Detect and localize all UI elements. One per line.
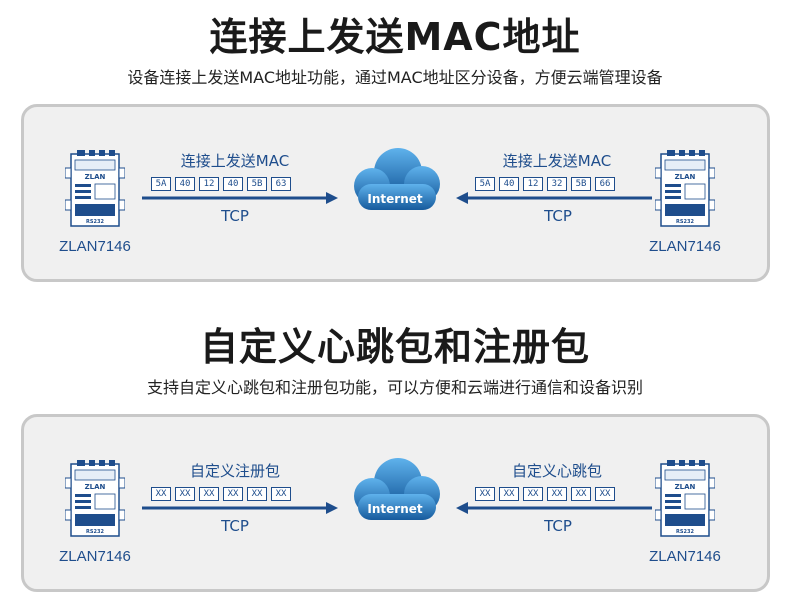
device-port-text: RS232	[86, 219, 104, 225]
section-title: 连接上发送MAC地址	[209, 15, 581, 59]
packet-label: 连接上发送MAC	[502, 152, 612, 170]
cloud-label: Internet	[367, 192, 423, 206]
device-icon: ZLAN RS232	[65, 150, 125, 227]
protocol-label: TCP	[221, 517, 249, 535]
byte-cell: XX	[571, 487, 591, 501]
device-icon: ZLAN RS232	[655, 150, 715, 227]
packet-label: 自定义注册包	[189, 462, 280, 480]
byte-cell: XX	[595, 487, 615, 501]
device-label: ZLAN7146	[59, 548, 131, 565]
byte-cell: XX	[523, 487, 543, 501]
byte-cell: XX	[199, 487, 219, 501]
byte-cell: 32	[547, 177, 567, 191]
device-port-text: RS232	[676, 219, 694, 225]
byte-row: XX XX XX XX XX XX	[151, 487, 291, 501]
byte-cell: XX	[247, 487, 267, 501]
device-icon: ZLAN RS232	[655, 460, 715, 537]
device-brand-text: ZLAN	[85, 483, 106, 491]
byte-cell: 40	[499, 177, 519, 191]
byte-cell: 66	[595, 177, 615, 191]
byte-cell: 12	[199, 177, 219, 191]
device-port-text: RS232	[86, 529, 104, 535]
byte-cell: XX	[223, 487, 243, 501]
byte-cell: XX	[271, 487, 291, 501]
byte-cell: 12	[523, 177, 543, 191]
device-brand-text: ZLAN	[675, 483, 696, 491]
protocol-label: TCP	[221, 207, 249, 225]
device-brand-text: ZLAN	[85, 173, 106, 181]
packet-label: 自定义心跳包	[511, 462, 602, 480]
flow-arrow	[142, 502, 338, 514]
section-subtitle: 支持自定义心跳包和注册包功能，可以方便和云端进行通信和设备识别	[146, 378, 643, 397]
protocol-label: TCP	[544, 207, 572, 225]
byte-cell: 5A	[151, 177, 171, 191]
byte-cell: 63	[271, 177, 291, 191]
byte-cell: 5A	[475, 177, 495, 191]
device-label: ZLAN7146	[649, 548, 721, 565]
flow-arrow	[456, 502, 652, 514]
cloud-icon	[354, 148, 440, 210]
byte-row: XX XX XX XX XX XX	[475, 487, 615, 501]
section-title: 自定义心跳包和注册包	[199, 325, 590, 369]
protocol-label: TCP	[544, 517, 572, 535]
flow-arrow	[142, 192, 338, 204]
cloud-icon	[354, 458, 440, 520]
cloud-label: Internet	[367, 502, 423, 516]
byte-cell: 40	[175, 177, 195, 191]
byte-cell: XX	[475, 487, 495, 501]
packet-label: 连接上发送MAC	[180, 152, 290, 170]
byte-cell: 5B	[247, 177, 267, 191]
device-brand-text: ZLAN	[675, 173, 696, 181]
byte-cell: XX	[499, 487, 519, 501]
device-label: ZLAN7146	[59, 238, 131, 255]
device-icon: ZLAN RS232	[65, 460, 125, 537]
device-label: ZLAN7146	[649, 238, 721, 255]
byte-row: 5A 40 12 40 5B 63	[151, 177, 291, 191]
device-port-text: RS232	[676, 529, 694, 535]
byte-cell: XX	[151, 487, 171, 501]
byte-cell: 5B	[571, 177, 591, 191]
byte-cell: XX	[547, 487, 567, 501]
flow-arrow	[456, 192, 652, 204]
byte-row: 5A 40 12 32 5B 66	[475, 177, 615, 191]
section-subtitle: 设备连接上发送MAC地址功能，通过MAC地址区分设备，方便云端管理设备	[127, 68, 663, 87]
byte-cell: 40	[223, 177, 243, 191]
byte-cell: XX	[175, 487, 195, 501]
